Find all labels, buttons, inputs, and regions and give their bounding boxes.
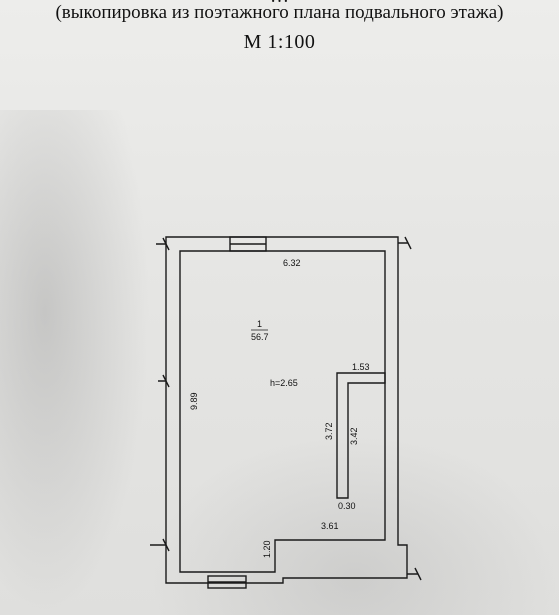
dim-step: 1.20 — [262, 540, 272, 558]
dim-partition: 3.72 — [324, 422, 334, 440]
break-mark-bottom-right — [407, 567, 422, 581]
room-area: 56.7 — [251, 332, 269, 342]
dim-bottom-width: 3.61 — [321, 521, 339, 531]
break-mark-left-lower — [150, 538, 170, 552]
partition-wall — [336, 372, 386, 499]
dim-niche: 3.42 — [349, 427, 359, 445]
break-mark-top-left — [156, 237, 170, 251]
plan-scale: М 1:100 — [243, 31, 316, 53]
dim-left-length: 9.89 — [189, 392, 199, 410]
cut-off-title: … — [0, 0, 559, 8]
plan-subtitle: (выкопировка из поэтажного плана подваль… — [55, 2, 504, 23]
room-height: h=2.65 — [270, 378, 298, 388]
room-number: 1 — [257, 319, 262, 329]
dim-niche-width: 0.30 — [338, 501, 356, 511]
break-mark-top-right — [398, 236, 412, 250]
break-mark-left — [158, 374, 170, 388]
outer-wall — [165, 236, 408, 584]
inner-wall — [179, 250, 386, 573]
photo-shadow-bottom — [150, 430, 559, 615]
dim-inner-top: 1.53 — [352, 362, 370, 372]
dim-top-width: 6.32 — [283, 258, 301, 268]
photo-shadow — [0, 110, 150, 615]
